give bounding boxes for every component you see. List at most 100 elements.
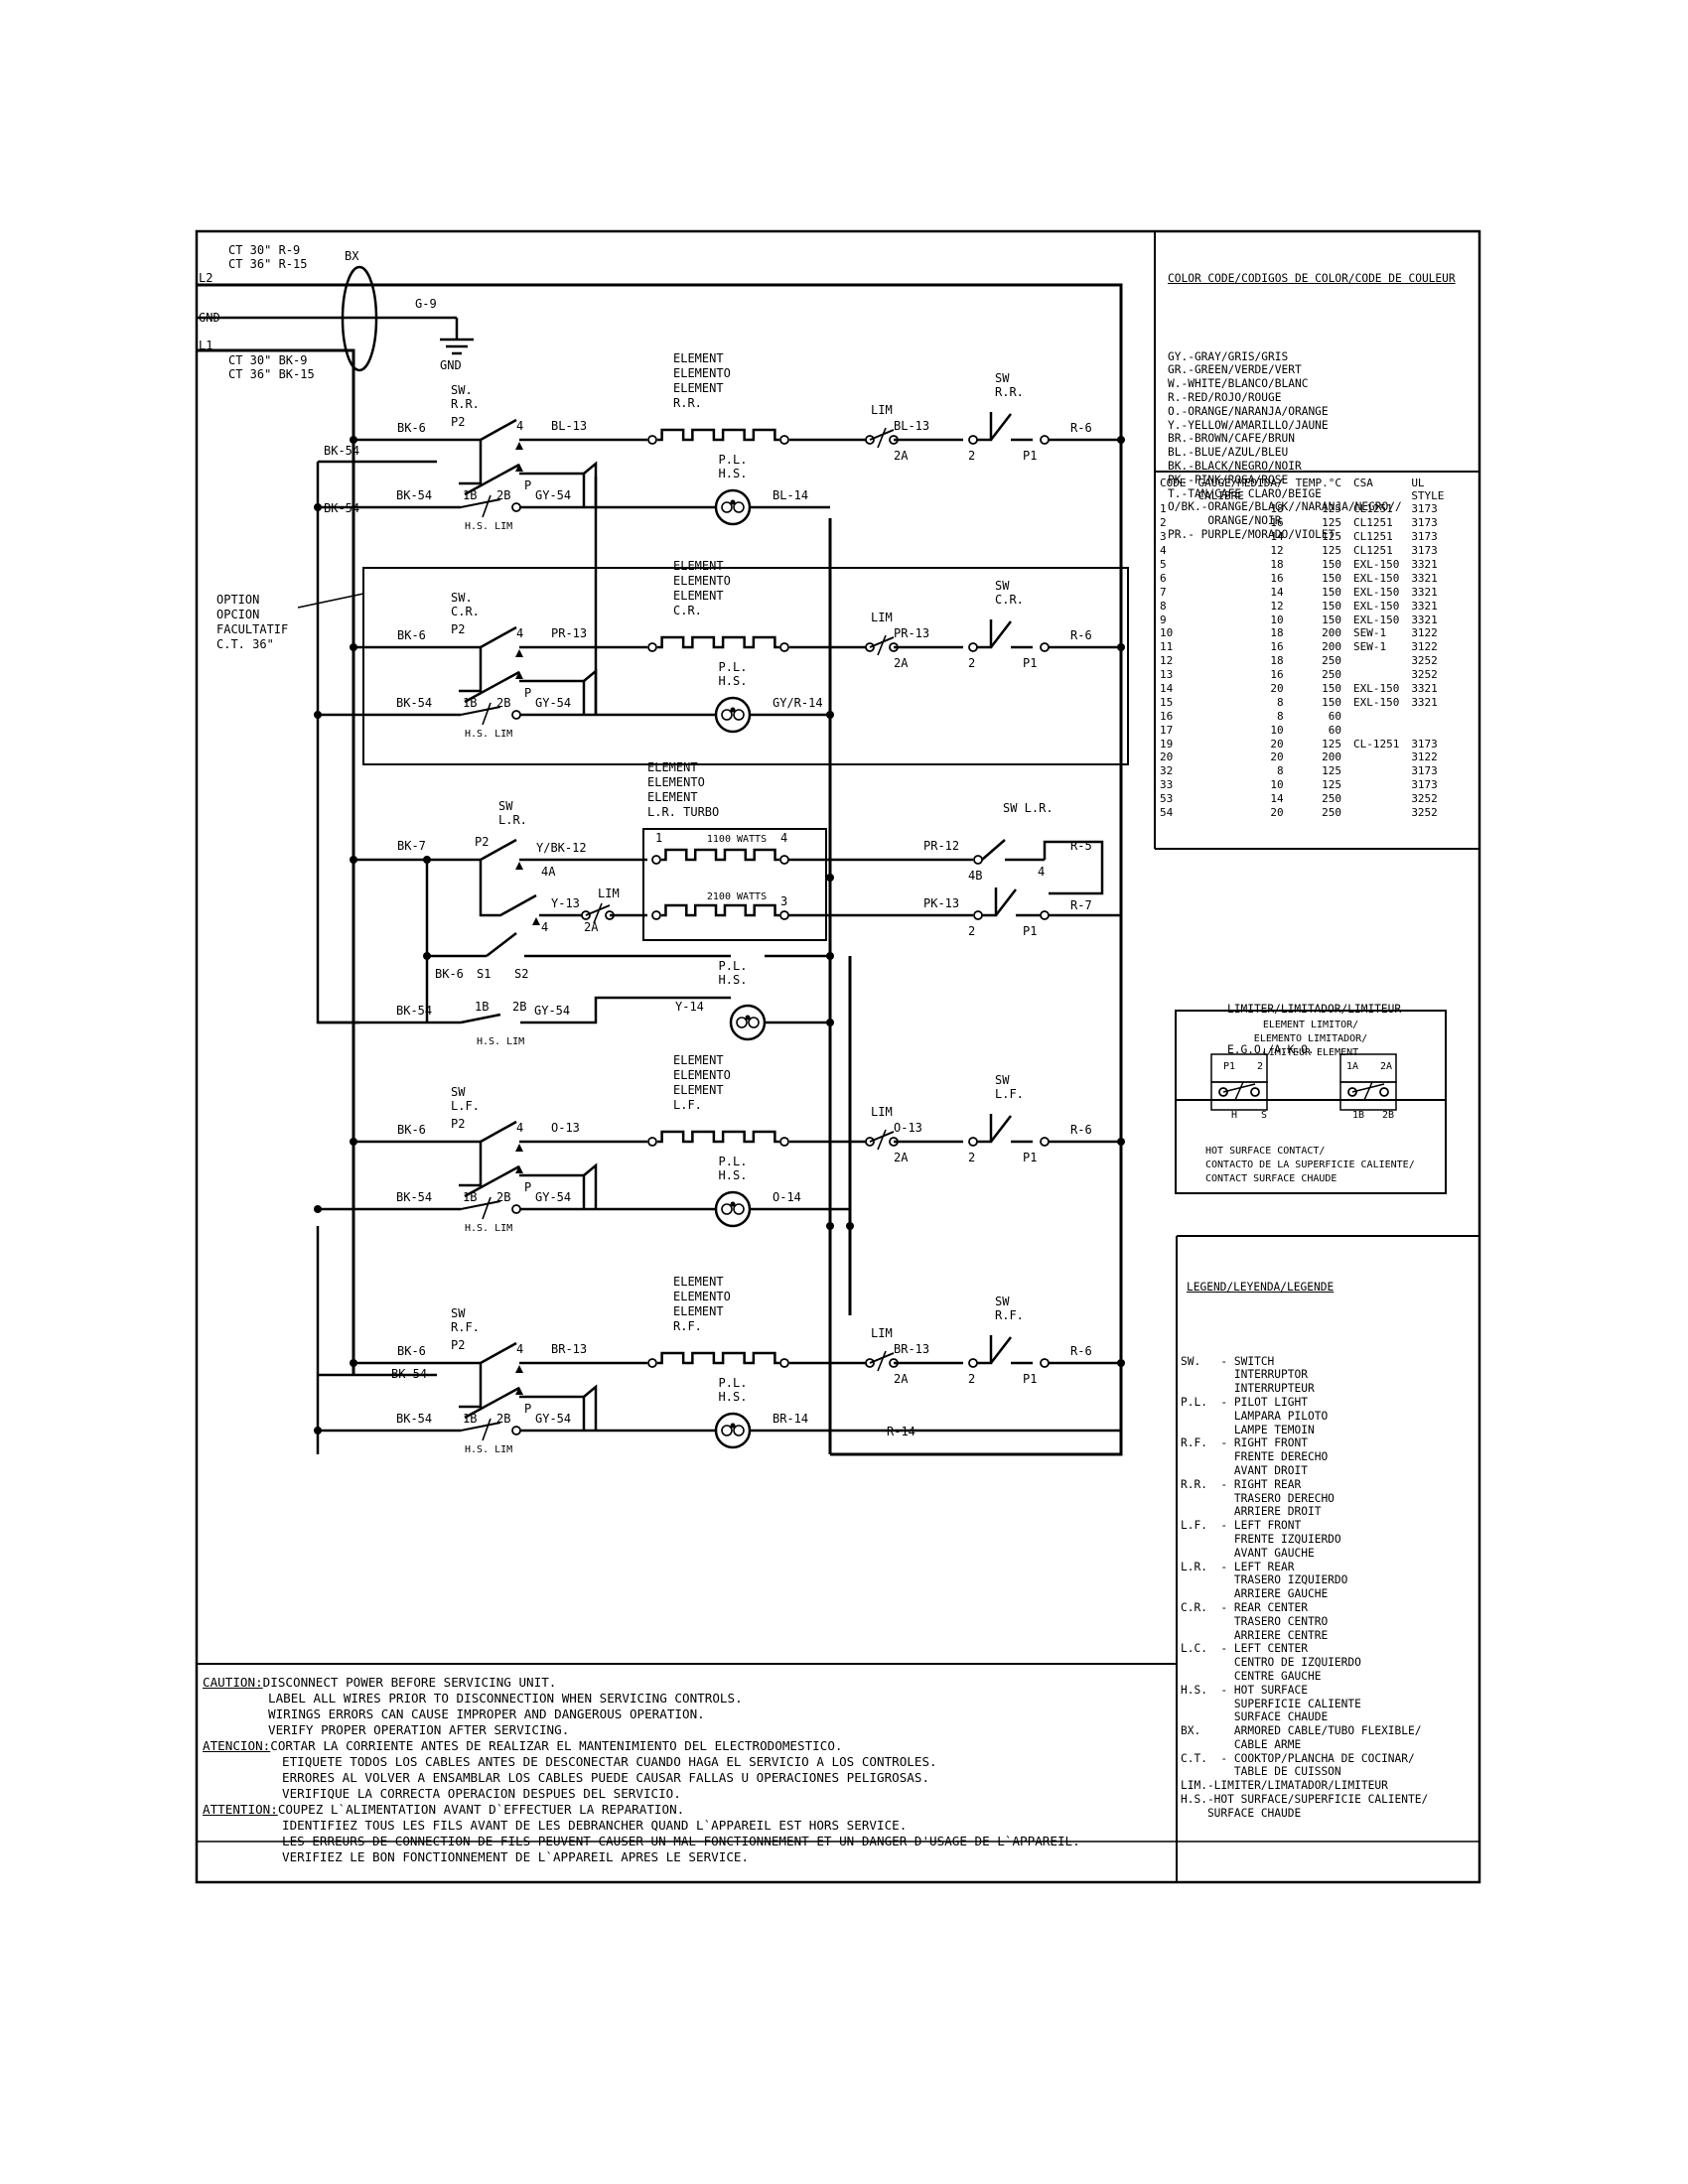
wire-label: Y/BK-12 xyxy=(536,841,587,855)
legend-panel: LEGEND/LEYENDA/LEGENDE SW. - SWITCH INTE… xyxy=(1181,1253,1428,1834)
terminal xyxy=(511,1204,521,1214)
junction-dot xyxy=(846,1222,854,1230)
terminal xyxy=(1379,1087,1389,1097)
switch-blade xyxy=(464,1164,520,1198)
gauge-table-cell: EXL-150 xyxy=(1352,695,1400,709)
legend-line: AVANT GAUCHE xyxy=(1181,1546,1315,1560)
pilot-light-icon xyxy=(714,488,752,526)
gauge-table-cell: 18 xyxy=(1270,654,1284,668)
burner-switch xyxy=(982,887,1049,917)
lamp-dot xyxy=(730,707,736,713)
limiter-label: LIM xyxy=(871,1326,893,1340)
terminal xyxy=(779,642,789,652)
switch-label: R.R. xyxy=(995,385,1024,399)
terminal xyxy=(511,1426,521,1435)
limiter-arrow xyxy=(877,634,887,656)
legend-line: SURFACE CHAUDE xyxy=(1181,1710,1329,1724)
switch-blade xyxy=(480,1341,517,1365)
terminal-label: 2 xyxy=(968,924,975,938)
contact-terminal xyxy=(532,917,540,925)
contact-terminal xyxy=(515,1387,523,1395)
gauge-table-cell xyxy=(1405,709,1450,723)
legend-line: LAMPE TEMOIN xyxy=(1181,1423,1315,1436)
wire xyxy=(583,668,598,715)
gauge-table-cell: 16 xyxy=(1270,571,1284,585)
wire-label: BK-54 xyxy=(324,444,359,458)
terminal-label: 3 xyxy=(780,894,787,908)
heating-element-coil xyxy=(657,635,779,649)
gauge-table-cell: 3321 xyxy=(1411,682,1438,696)
terminal xyxy=(779,1358,789,1368)
gauge-table-cell: 19 xyxy=(1160,737,1174,751)
hot-surface-label: HOT SURFACE CONTACT/ xyxy=(1205,1146,1325,1157)
terminal-label: 2B xyxy=(496,1412,510,1426)
heating-element-coil xyxy=(657,1351,779,1365)
gauge-table-cell: 60 xyxy=(1328,723,1341,737)
gauge-table-cell: 12 xyxy=(1270,544,1284,558)
terminal-label: 2B xyxy=(496,488,510,502)
hot-surface-label: CONTACTO DE LA SUPERFICIE CALIENTE/ xyxy=(1205,1160,1415,1170)
color-code-line: GR.-GREEN/VERDE/VERT xyxy=(1168,363,1302,377)
gauge-table-cell: 125 xyxy=(1322,516,1341,530)
atencion-line: ERRORES AL VOLVER A ENSAMBLAR LOS CABLES… xyxy=(282,1770,930,1785)
caution-line: LABEL ALL WIRES PRIOR TO DISCONNECTION W… xyxy=(268,1691,743,1706)
terminal-label: P1 xyxy=(1023,656,1037,670)
terminal-label: S1 xyxy=(477,967,491,981)
contact-terminal xyxy=(515,862,523,870)
limiter-arrow xyxy=(593,902,603,924)
legend-line: C.T. - COOKTOP/PLANCHA DE COCINAR/ xyxy=(1181,1751,1415,1765)
gauge-table-cell: 3321 xyxy=(1411,613,1438,626)
wire-label: BL-13 xyxy=(551,419,587,433)
wire-label: BL-13 xyxy=(894,419,929,433)
limiter-arrow xyxy=(482,1418,492,1441)
terminal xyxy=(511,710,521,720)
color-code-line: PR.- PURPLE/MORADO/VIOLET xyxy=(1168,527,1336,541)
wire-label: G-9 xyxy=(415,297,437,311)
contact-terminal xyxy=(515,649,523,657)
terminal xyxy=(647,435,657,445)
limiter-arrow xyxy=(482,494,492,518)
wire-label: R-6 xyxy=(1070,1123,1092,1137)
gauge-table-cell: 3252 xyxy=(1411,668,1438,682)
gauge-table-cell: EXL-150 xyxy=(1352,613,1400,626)
terminal xyxy=(1040,1358,1050,1368)
junction-dot xyxy=(350,1138,357,1146)
element-label: ELEMENTO xyxy=(673,366,731,380)
wire-label: BR-14 xyxy=(773,1412,808,1426)
gauge-table-cell: 7 xyxy=(1160,585,1167,599)
legend-line: SUPERFICIE CALIENTE xyxy=(1181,1697,1361,1710)
terminal-label: 2A xyxy=(894,1151,909,1164)
wire-label: Y-14 xyxy=(675,1000,704,1014)
burner-switch xyxy=(977,619,1033,649)
junction-dot xyxy=(314,1205,322,1213)
legend-line: TABLE DE CUISSON xyxy=(1181,1765,1341,1779)
wire-label: BK-6 xyxy=(397,1123,426,1137)
gauge-table-cell: 3173 xyxy=(1411,737,1438,751)
limiter-contact xyxy=(1351,1081,1385,1101)
limiter-pin-label: P1 xyxy=(1223,1061,1235,1072)
limiter-label: H.S. LIM xyxy=(465,1223,512,1234)
element-label: ELEMENT xyxy=(673,559,724,573)
watts-label: 1100 WATTS xyxy=(707,834,767,845)
wire-label: BR-13 xyxy=(551,1342,587,1356)
contact-terminal xyxy=(515,1165,523,1173)
ground-symbol xyxy=(197,316,474,355)
gauge-table-cell: 200 xyxy=(1322,751,1341,764)
wire-label: BK-7 xyxy=(397,839,426,853)
element-label: ELEMENT xyxy=(673,381,724,395)
terminal-label: 2A xyxy=(894,1372,909,1386)
terminal-label: 1B xyxy=(475,1000,489,1014)
gauge-table-cell: 250 xyxy=(1322,792,1341,806)
pilot-light-label: H.S. xyxy=(719,467,748,480)
wire xyxy=(459,647,483,693)
switch-blade xyxy=(480,418,517,442)
gauge-table-cell: 3252 xyxy=(1411,654,1438,668)
terminal-label: 1B xyxy=(463,696,477,710)
pilot-light-icon xyxy=(729,1004,767,1041)
wire-label: BK-54 xyxy=(396,1190,432,1204)
gauge-table-cell: 150 xyxy=(1322,585,1341,599)
junction-dot xyxy=(1117,643,1125,651)
